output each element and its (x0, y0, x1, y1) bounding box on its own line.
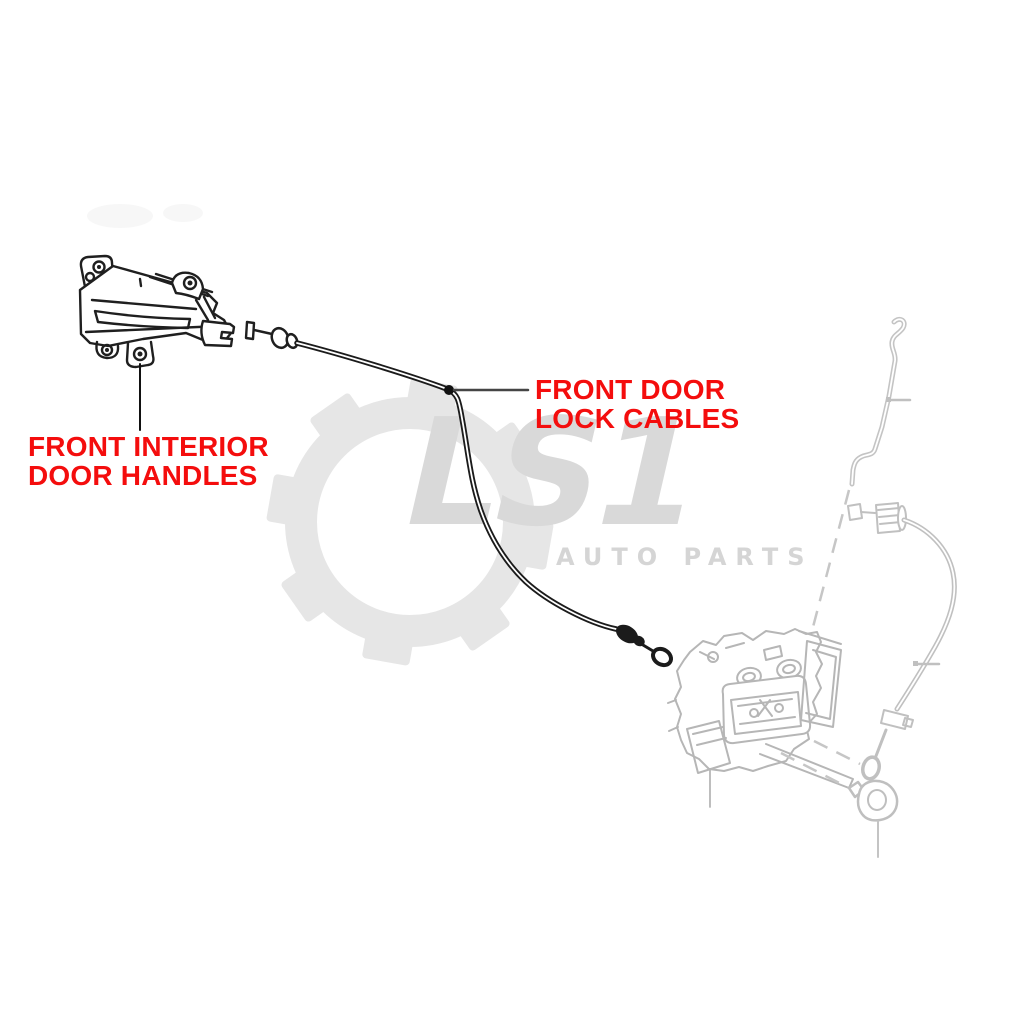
gear-icon (266, 378, 554, 666)
label-line: FRONT INTERIOR (28, 431, 269, 462)
door-lock-knob (847, 779, 899, 858)
watermark-tagline-text: AUTO PARTS (556, 543, 814, 571)
label-front-door-lock-cables: FRONT DOOR LOCK CABLES (535, 375, 739, 433)
label-line: DOOR HANDLES (28, 460, 258, 491)
door-lock-rod (849, 316, 912, 487)
label-front-interior-door-handles: FRONT INTERIOR DOOR HANDLES (28, 432, 269, 490)
front-interior-door-handle (78, 254, 236, 369)
label-line: FRONT DOOR (535, 374, 726, 405)
callout-leader-lines (139, 363, 530, 431)
assembly-dashed-lines (780, 489, 861, 791)
outer-lock-cable (847, 502, 957, 781)
door-latch-assembly (667, 628, 854, 808)
cable-callout-dot (444, 385, 454, 395)
front-door-lock-cable (244, 320, 673, 668)
label-line: LOCK CABLES (535, 403, 740, 434)
ghost-blobs (87, 204, 203, 228)
